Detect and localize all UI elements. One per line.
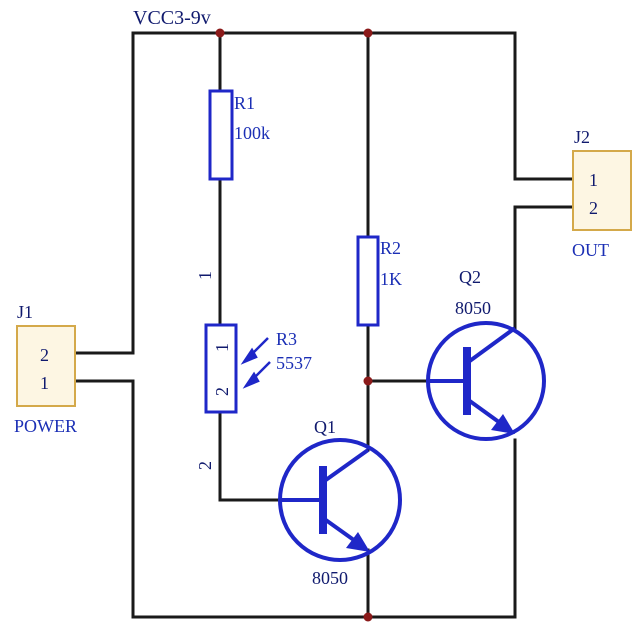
r3-pin1-inner: 1: [212, 343, 232, 352]
q1-collector-lead: [321, 448, 370, 484]
q1-ref: Q1: [314, 417, 336, 437]
q2-emitter-arrow-icon: [491, 414, 515, 434]
photoresistor-r3: 1 2 1 2 R3 5537: [195, 271, 312, 470]
r3-pin1-outer: 1: [195, 271, 215, 280]
connector-j1-body: [16, 325, 76, 407]
j1-pin-bottom: 1: [40, 373, 49, 393]
connector-j1: 2 1 J1 POWER: [14, 302, 77, 436]
j2-pin-bottom: 2: [589, 198, 598, 218]
junction-dot: [363, 612, 373, 622]
junction-dot: [215, 28, 225, 38]
q2-emitter-lead: [465, 397, 505, 427]
connector-j2-body: [572, 150, 632, 231]
r3-ref: R3: [276, 329, 297, 349]
r3-q1-base-wire: [218, 410, 282, 502]
r1-value: 100k: [234, 123, 270, 143]
j2-name: OUT: [572, 240, 609, 260]
resistor-r2: R2 1K: [356, 235, 402, 327]
j1-name: POWER: [14, 416, 77, 436]
resistor-r2-body: [356, 235, 380, 327]
junction-dot: [363, 376, 373, 386]
q1-value: 8050: [312, 568, 348, 588]
gnd-rail: [73, 379, 517, 619]
j2-pin-top: 1: [589, 170, 598, 190]
photoresistor-r3-body: [204, 323, 238, 414]
q1-emitter-arrow-icon: [346, 532, 370, 552]
r2-ref: R2: [380, 238, 401, 258]
r3-pin2-outer: 2: [195, 461, 215, 470]
r1-ref: R1: [234, 93, 255, 113]
junction-dot: [363, 28, 373, 38]
j1-pin2-wire: [73, 31, 135, 355]
connector-j2: 1 2 J2 OUT: [572, 127, 632, 260]
wires: [73, 31, 577, 619]
q2-value: 8050: [455, 298, 491, 318]
out-wire: [513, 205, 577, 330]
transistor-q1: Q1 8050: [278, 417, 402, 588]
vcc-label: VCC3-9v: [133, 7, 211, 29]
j1-pin-top: 2: [40, 345, 49, 365]
j2-ref: J2: [574, 127, 590, 147]
r2-value: 1K: [380, 269, 402, 289]
q1-emitter-lead: [321, 516, 360, 545]
q2-ref: Q2: [459, 267, 481, 287]
q2-collector-lead: [465, 326, 517, 365]
r3-value: 5537: [276, 353, 312, 373]
resistor-r1-body: [208, 89, 234, 181]
transistor-q2: Q2 8050: [426, 267, 546, 441]
r3-pin2-inner: 2: [212, 387, 232, 396]
j1-ref: J1: [17, 302, 33, 322]
light-arrows-icon: [240, 337, 271, 389]
junctions: [215, 28, 373, 622]
vcc-rail: [131, 31, 577, 181]
resistor-r1: R1 100k: [208, 89, 270, 181]
